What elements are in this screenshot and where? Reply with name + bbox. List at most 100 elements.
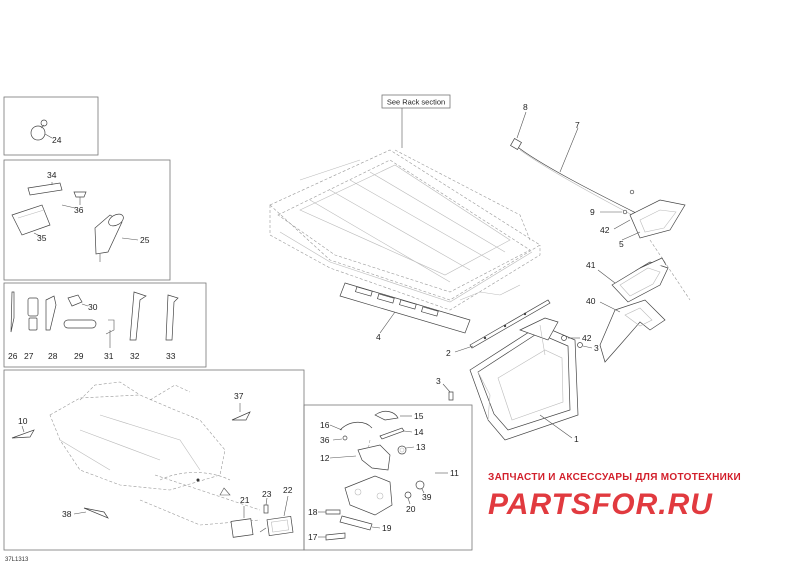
part-21-label <box>230 518 254 538</box>
inset-box-vehicle <box>3 369 305 551</box>
part-30-spanner <box>67 294 83 307</box>
part-25-canister <box>94 213 124 262</box>
leader-3b <box>582 345 593 349</box>
leader-1 <box>539 414 573 439</box>
leader-14 <box>403 430 413 433</box>
callout-33: 33 <box>166 351 176 361</box>
leader-22 <box>283 495 289 517</box>
leader-3a <box>442 383 451 393</box>
part-4-rail <box>339 282 471 334</box>
part-31-bracket <box>105 319 115 348</box>
callout-25: 25 <box>140 235 150 245</box>
part-15-spring <box>374 410 399 421</box>
leader-8 <box>516 111 527 139</box>
part-11-hitch-body <box>344 475 393 516</box>
watermark-tagline: ЗАПЧАСТИ И АКСЕССУАРЫ ДЛЯ МОТОТЕХНИКИ <box>488 472 741 483</box>
inset-box-34-35-36-25 <box>3 159 171 281</box>
callout-4: 4 <box>376 332 381 342</box>
leader-42a <box>613 219 631 230</box>
leader-10 <box>21 425 25 433</box>
callout-31: 31 <box>104 351 114 361</box>
leader-35 <box>33 232 41 237</box>
part-23-rivet <box>263 504 269 514</box>
callout-36a: 36 <box>74 205 84 215</box>
callout-13: 13 <box>416 442 426 452</box>
leader-5 <box>621 231 641 241</box>
callout-34: 34 <box>47 170 57 180</box>
part-41-bracket <box>611 257 669 303</box>
part-3-screw-upper <box>577 342 583 348</box>
callout-30: 30 <box>88 302 98 312</box>
part-36-clip-hitch <box>342 435 348 441</box>
callout-7: 7 <box>575 120 580 130</box>
callout-39: 39 <box>422 492 432 502</box>
leader-19 <box>371 526 381 529</box>
inset-box-hitch <box>303 404 473 551</box>
leader-23 <box>265 497 268 506</box>
callout-8: 8 <box>523 102 528 112</box>
part-26-screwdriver <box>10 291 15 333</box>
callout-29: 29 <box>74 351 84 361</box>
callout-21: 21 <box>240 495 250 505</box>
callout-17: 17 <box>308 532 318 542</box>
callout-22: 22 <box>283 485 293 495</box>
callout-20: 20 <box>406 504 416 514</box>
part-19-plate <box>339 515 373 531</box>
callout-9: 9 <box>590 207 595 217</box>
part-3-screw-lower <box>448 391 454 401</box>
callout-19: 19 <box>382 523 392 533</box>
part-32-wrench <box>129 291 147 341</box>
figure-reference-code: 37L1313 <box>5 557 29 563</box>
part-2-strip <box>469 299 551 349</box>
leader-30 <box>81 303 89 307</box>
callout-5: 5 <box>619 239 624 249</box>
part-22-plate <box>266 516 294 536</box>
callout-28: 28 <box>48 351 58 361</box>
part-10-decal <box>11 429 35 439</box>
callout-11: 11 <box>450 468 459 478</box>
callout-14: 14 <box>414 427 424 437</box>
leader-16 <box>329 424 343 431</box>
leader-40 <box>599 301 621 313</box>
arrow-36 <box>61 204 76 209</box>
inset-box-tools <box>3 282 207 368</box>
callout-32: 32 <box>130 351 140 361</box>
callout-38: 38 <box>62 509 72 519</box>
leader-36b <box>332 438 343 441</box>
part-33-wrench <box>165 294 179 341</box>
part-36-fastener <box>73 191 87 198</box>
part-40-mount <box>599 299 666 363</box>
leader-4 <box>379 311 396 334</box>
leader-7 <box>559 127 579 173</box>
callout-41: 41 <box>586 260 596 270</box>
part-24-knob <box>30 119 48 141</box>
callout-1: 1 <box>574 434 579 444</box>
watermark-brand: PARTSFOR.RU <box>488 488 713 521</box>
part-20-nut <box>404 491 412 499</box>
part-38-decal <box>83 507 109 519</box>
part-35-tool-pouch <box>11 204 51 236</box>
part-39-knob <box>415 480 425 490</box>
arrow-vehicle <box>219 487 231 496</box>
callout-42b: 42 <box>582 333 592 343</box>
leader-25 <box>121 237 139 241</box>
part-7-cable <box>514 144 641 218</box>
inset-box-24 <box>3 96 99 156</box>
part-27-socket <box>27 297 39 331</box>
part-12-latch <box>357 444 391 471</box>
callout-3b: 3 <box>594 343 599 353</box>
part-14-rod <box>379 427 405 440</box>
callout-40: 40 <box>586 296 596 306</box>
leader-41 <box>597 269 616 284</box>
callout-36b: 36 <box>320 435 330 445</box>
part-28-plug-wrench <box>45 295 57 331</box>
part-37-decal <box>231 411 251 421</box>
rack-platform <box>269 149 541 311</box>
callout-12: 12 <box>320 453 330 463</box>
guide-line-light <box>649 239 691 301</box>
rack-reference-box <box>381 94 451 109</box>
leader-20 <box>407 497 411 505</box>
callout-42a: 42 <box>600 225 610 235</box>
